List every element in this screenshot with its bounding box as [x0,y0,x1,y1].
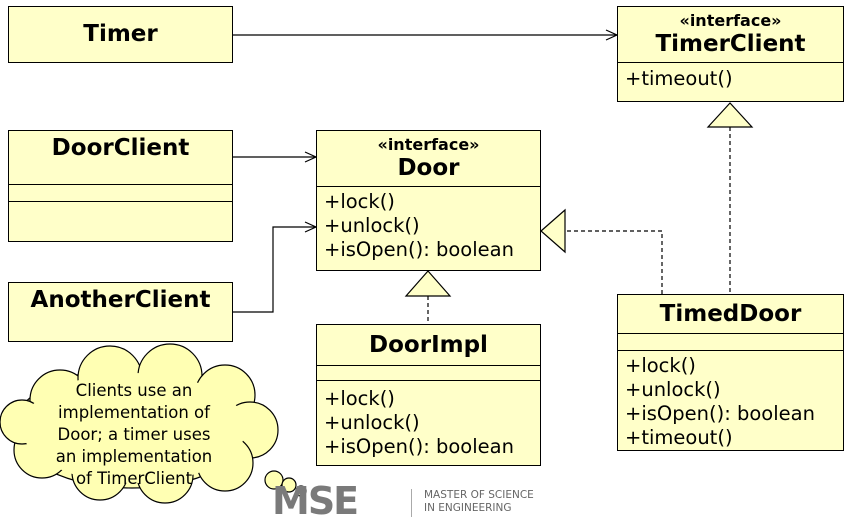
operation: +unlock() [324,411,420,434]
operation: +lock() [625,354,696,377]
note-line: of TimerClient [75,469,193,488]
class-timeddoor: TimedDoor +lock() +unlock() +isOpen(): b… [617,294,844,451]
class-door-stereotype: «interface» [377,135,480,154]
class-timeddoor-ops: +lock() +unlock() +isOpen(): boolean +ti… [625,354,815,450]
class-door-ops: +lock() +unlock() +isOpen(): boolean [324,190,514,262]
mse-logo: MSE [272,479,359,523]
class-doorclient-divider-2 [9,201,232,202]
note-text: Clients use an implementation of Door; a… [40,380,228,490]
class-timeddoor-divider-1 [618,333,843,334]
class-doorimpl-divider-2 [317,380,540,381]
realization-triangle-door [404,270,452,297]
logo-text-line2: IN ENGINEERING [424,502,512,514]
class-timer-name: Timer [83,21,158,47]
class-doorclient-name: DoorClient [51,135,190,161]
class-timerclient-divider [618,62,843,63]
class-door: «interface» Door +lock() +unlock() +isOp… [316,130,541,271]
operation: +unlock() [625,378,721,401]
class-timerclient-ops: +timeout() [625,67,733,91]
operation: +isOpen(): boolean [625,402,815,425]
class-doorclient: DoorClient [8,130,233,242]
operation: +timeout() [625,67,733,90]
class-anotherclient-name: AnotherClient [30,287,211,313]
class-timeddoor-divider-2 [618,350,843,351]
class-timerclient: «interface» TimerClient +timeout() [617,6,844,102]
class-doorimpl-ops: +lock() +unlock() +isOpen(): boolean [324,387,514,459]
logo-divider [411,489,412,517]
realization-timeddoor-door [565,230,663,294]
operation: +timeout() [625,426,733,449]
realization-triangle-timerclient [706,102,754,128]
class-door-name: Door [397,155,460,181]
operation: +lock() [324,387,395,410]
class-doorimpl-name: DoorImpl [369,332,488,358]
class-doorclient-divider-1 [9,184,232,185]
logo-text-line1: MASTER OF SCIENCE [424,489,534,501]
operation: +isOpen(): boolean [324,238,514,261]
thought-bubble-3 [295,485,307,497]
class-timerclient-name: TimerClient [655,31,806,57]
note-line: Door; a timer uses [57,425,211,444]
class-timeddoor-name: TimedDoor [659,301,802,327]
association-anotherclient-door [232,226,316,313]
operation: +unlock() [324,214,420,237]
thought-bubble-1 [264,470,284,490]
class-door-divider [317,186,540,187]
operation: +isOpen(): boolean [324,435,514,458]
note-line: implementation of [58,403,210,422]
class-doorimpl: DoorImpl +lock() +unlock() +isOpen(): bo… [316,324,541,466]
realization-triangle-door-side [540,208,566,254]
logo-text: MASTER OF SCIENCE IN ENGINEERING [424,489,534,515]
note-line: Clients use an [75,381,193,400]
thought-bubble-2 [281,477,297,493]
operation: +lock() [324,190,395,213]
mse-logo-mark: MSE [272,479,359,523]
class-timer: Timer [8,6,233,63]
class-timerclient-stereotype: «interface» [679,11,782,30]
class-doorimpl-divider-1 [317,365,540,366]
class-anotherclient: AnotherClient [8,282,233,342]
note-cloud-core [22,373,246,483]
note-line: an implementation [55,447,213,466]
